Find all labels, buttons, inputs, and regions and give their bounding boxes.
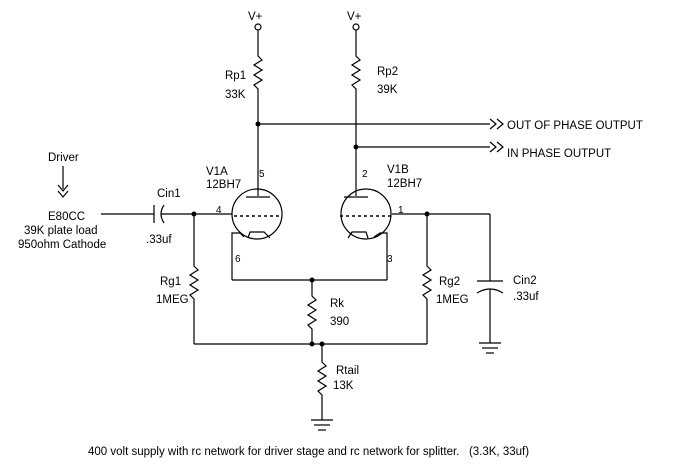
capacitor-cin1: Cin1 .33uf (101, 188, 232, 246)
cin1-value-label: .33uf (146, 234, 172, 246)
rp1-value-label: 33K (225, 89, 246, 101)
rtail-value-label: 13K (333, 380, 354, 392)
v-plus-terminal-right: V+ (347, 11, 362, 31)
cin2-value-label: .33uf (513, 291, 539, 303)
v1a-grid-pin: 4 (216, 205, 222, 216)
driver-input: Driver E80CC 39K plate load 950ohm Catho… (18, 152, 106, 251)
resistor-rp2: Rp2 39K (350, 30, 398, 147)
driver-label: Driver (48, 152, 79, 164)
cin1-name-label: Cin1 (157, 188, 181, 200)
rp2-name-label: Rp2 (377, 66, 398, 78)
ground-symbol-rtail (311, 419, 333, 431)
rk-value-label: 390 (330, 316, 349, 328)
v1b-grid-pin: 1 (398, 205, 404, 216)
driver-plate-load-label: 39K plate load (24, 225, 98, 237)
v-plus-label-left: V+ (248, 11, 263, 23)
v-plus-label-right: V+ (347, 11, 362, 23)
resistor-rg2: Rg2 1MEG (421, 214, 469, 344)
rk-name-label: Rk (330, 298, 344, 310)
rp1-name-label: Rp1 (225, 70, 246, 82)
v1a-plate-pin: 5 (259, 169, 265, 180)
rg1-value-label: 1MEG (156, 294, 189, 306)
resistor-rk: Rk 390 (306, 280, 349, 344)
resistor-rg1: Rg1 1MEG (156, 214, 200, 344)
driver-tube-label: E80CC (48, 211, 85, 223)
v1a-name-label: V1A (206, 166, 228, 178)
v1b-type-label: 12BH7 (387, 178, 422, 190)
tube-v1b: V1B 12BH7 2 1 3 (340, 164, 422, 280)
schematic-caption: 400 volt supply with rc network for driv… (88, 446, 529, 458)
cin2-name-label: Cin2 (513, 275, 537, 287)
v1b-cathode-pin: 3 (387, 254, 393, 265)
v1a-type-label: 12BH7 (206, 179, 241, 191)
rtail-name-label: Rtail (336, 365, 359, 377)
out-of-phase-output: OUT OF PHASE OUTPUT (255, 118, 643, 132)
rg2-name-label: Rg2 (439, 276, 460, 288)
tube-v1a: V1A 12BH7 5 4 6 (206, 166, 283, 280)
rg2-value-label: 1MEG (436, 294, 469, 306)
v1b-name-label: V1B (387, 164, 409, 176)
in-phase-output: IN PHASE OUTPUT (353, 141, 611, 160)
v1b-plate-pin: 2 (362, 169, 368, 180)
rg1-name-label: Rg1 (160, 276, 181, 288)
rp2-value-label: 39K (377, 84, 398, 96)
v-plus-terminal-left: V+ (248, 11, 263, 31)
resistor-rtail: Rtail 13K (316, 344, 359, 420)
v1a-cathode-pin: 6 (235, 254, 241, 265)
out-of-phase-output-label: OUT OF PHASE OUTPUT (507, 120, 643, 132)
in-phase-output-label: IN PHASE OUTPUT (507, 148, 611, 160)
resistor-rp1: Rp1 33K (225, 30, 264, 124)
driver-cathode-label: 950ohm Cathode (18, 239, 106, 251)
ground-symbol-cin2 (479, 342, 501, 354)
capacitor-cin2: Cin2 .33uf (476, 214, 539, 343)
